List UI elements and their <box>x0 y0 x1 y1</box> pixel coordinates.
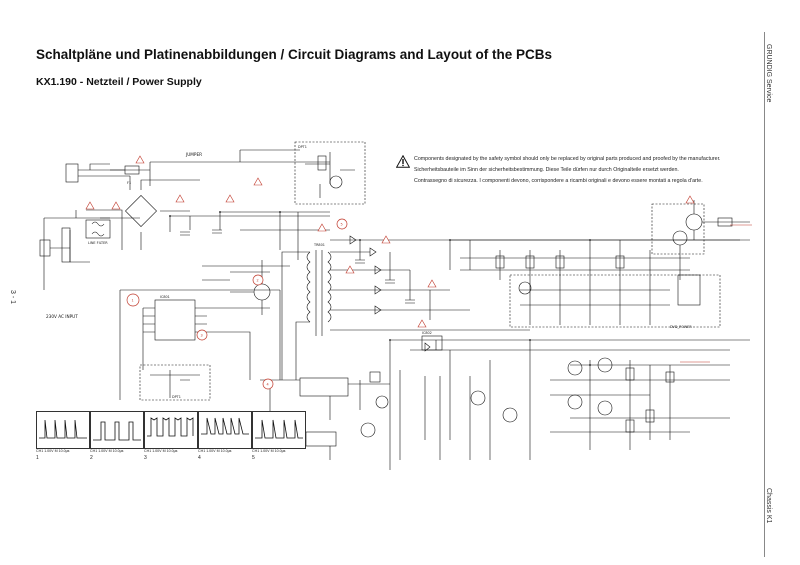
scope-trace-1 <box>36 411 90 449</box>
side-label-chassis: Chassis K1 <box>765 488 772 524</box>
waveform-icon <box>255 419 303 439</box>
warning-triangle-icon <box>396 155 410 168</box>
input-label: 230V AC INPUT <box>46 314 78 319</box>
warning-line-en: Components designated by the safety symb… <box>414 156 721 162</box>
dpt-label: DPT1 <box>172 395 181 399</box>
ic-label: IC801 <box>160 295 170 299</box>
marker-5: 5 <box>341 223 343 227</box>
waveform-icon <box>39 419 87 439</box>
scope-caption-1: CH1 1.00V M 10.0µs <box>36 449 70 453</box>
opto-label: IC802 <box>422 331 432 335</box>
fuse-label: F1 <box>127 181 131 185</box>
dvd-power-label: DVD_POWER <box>670 325 692 329</box>
scope-caption-5: CH1 1.00V M 10.0µs <box>252 449 286 453</box>
scope-trace-5 <box>252 411 306 449</box>
scope-trace-4 <box>198 411 252 449</box>
scope-caption-2: CH1 1.00V M 10.0µs <box>90 449 124 453</box>
page-number: 3 - 1 <box>9 290 16 305</box>
warning-line-de: Sicherheitsbauteile im Sinn der sicherhe… <box>414 167 679 173</box>
marker-3: 3 <box>201 334 203 338</box>
scope-trace-2 <box>90 411 144 449</box>
line-filter-label: LINE FILTER <box>88 241 108 245</box>
scope-number-3: 3 <box>144 455 147 461</box>
waveform-icon <box>201 417 249 435</box>
warning-line-it: Contrassegno di sicurezza. I componenti … <box>414 178 703 184</box>
side-label-brand: GRUNDIG Service <box>765 44 772 103</box>
waveform-icon <box>147 417 194 437</box>
section-title: KX1.190 - Netzteil / Power Supply <box>36 76 202 88</box>
power-supply-schematic: 1 2 3 4 5 230V AC INPUT JUMPER LINE FILT… <box>39 141 752 470</box>
right-margin-rule <box>764 32 765 557</box>
marker-2: 2 <box>257 279 259 283</box>
scope-trace-3 <box>144 411 198 449</box>
marker-1: 1 <box>132 299 134 303</box>
page-title: Schaltpläne und Platinenabbildungen / Ci… <box>36 47 553 62</box>
jumper-label: JUMPER <box>185 152 202 157</box>
scope-number-1: 1 <box>36 455 39 461</box>
scope-caption-4: CH1 1.00V M 10.0µs <box>198 449 232 453</box>
transformer-label: TR801 <box>313 243 325 247</box>
marker-4: 4 <box>267 383 269 387</box>
scope-number-2: 2 <box>90 455 93 461</box>
dpt-box-label: DPT1 <box>298 145 307 149</box>
scope-number-5: 5 <box>252 455 255 461</box>
waveform-icon <box>93 421 141 441</box>
scope-caption-3: CH1 1.00V M 10.0µs <box>144 449 178 453</box>
scope-number-4: 4 <box>198 455 201 461</box>
